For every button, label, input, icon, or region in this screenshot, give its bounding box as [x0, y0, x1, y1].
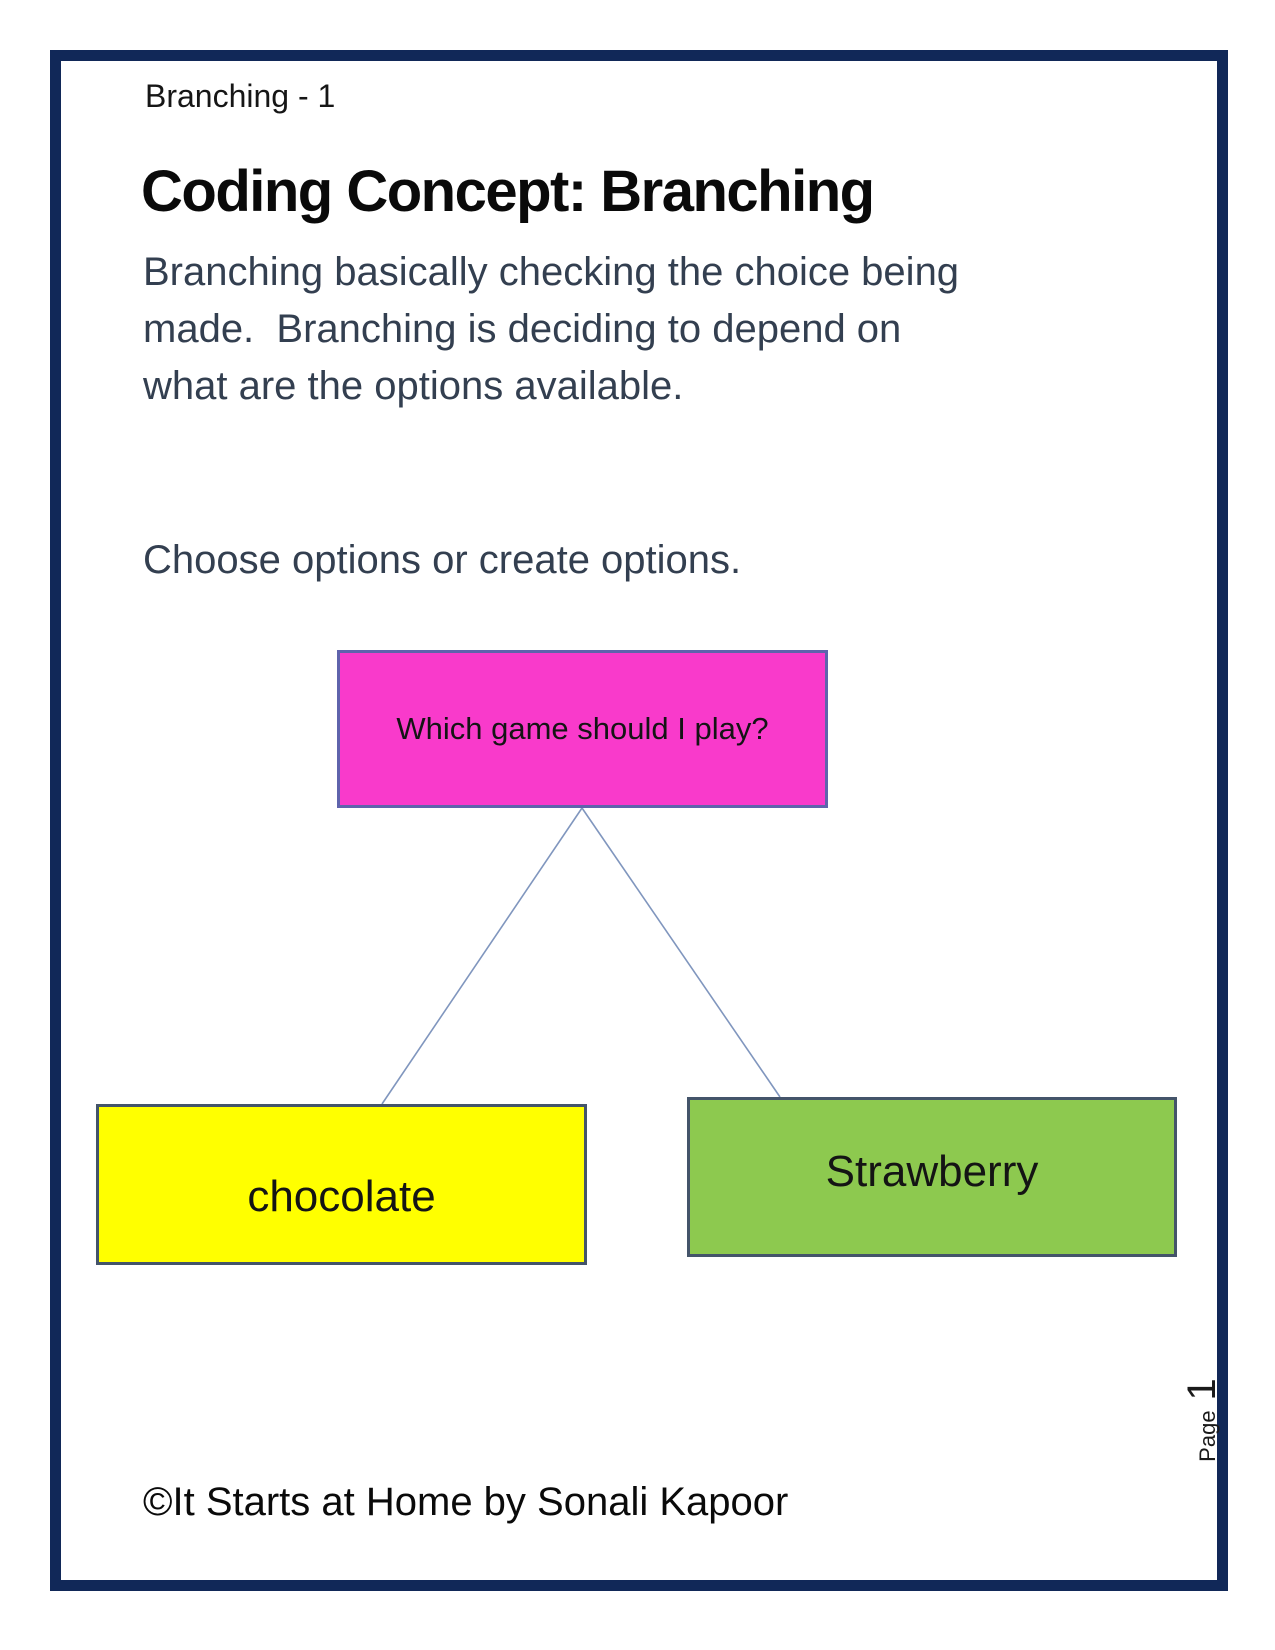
diagram-root-label: Which game should I play? [396, 711, 769, 746]
intro-paragraph-line: made. Branching is deciding to depend on [143, 307, 902, 351]
prompt-text: Choose options or create options. [143, 538, 742, 582]
diagram-option-box-strawberry: Strawberry [687, 1097, 1177, 1257]
page-number: Page 1 [1180, 1335, 1224, 1505]
header-text: Branching - 1 [145, 78, 336, 114]
intro-paragraph: Branching basically checking the choice … [143, 244, 1103, 415]
page-title: Coding Concept: Branching [141, 159, 875, 224]
page-border-frame [50, 50, 1228, 1591]
connector-line-right [581, 807, 781, 1098]
intro-paragraph-line: what are the options available. [143, 364, 684, 408]
diagram-root-box: Which game should I play? [337, 650, 828, 808]
diagram-option-label: Strawberry [825, 1147, 1039, 1196]
page-number-value: 1 [1180, 1378, 1224, 1401]
intro-paragraph-line: Branching basically checking the choice … [143, 250, 960, 294]
diagram-option-label: chocolate [247, 1171, 436, 1221]
diagram-option-box-chocolate: chocolate [96, 1104, 587, 1265]
connector-line-left [381, 807, 583, 1105]
footer-copyright: ©It Starts at Home by Sonali Kapoor [143, 1480, 789, 1524]
page-number-label: Page [1195, 1410, 1220, 1462]
